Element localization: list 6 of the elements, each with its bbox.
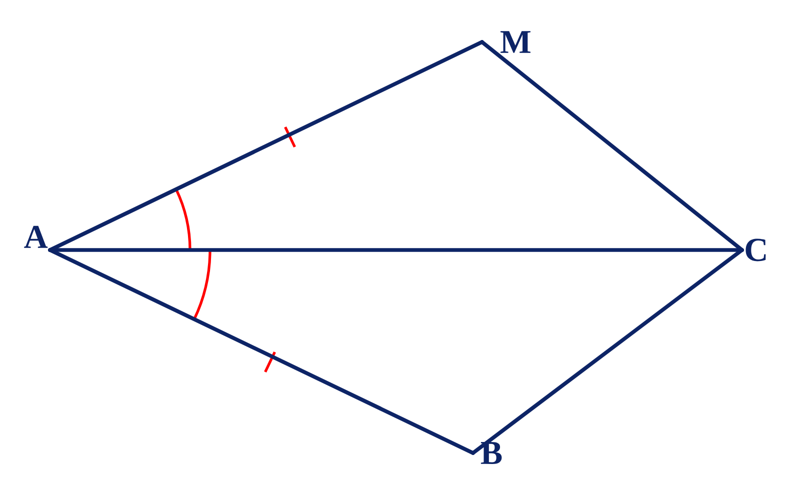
vertex-label: A (24, 226, 48, 248)
vertex-label: M (500, 31, 530, 53)
line-segment (48, 248, 744, 252)
line-segment (471, 248, 744, 455)
vertex-label: C (746, 238, 766, 262)
line-segment (48, 248, 475, 455)
